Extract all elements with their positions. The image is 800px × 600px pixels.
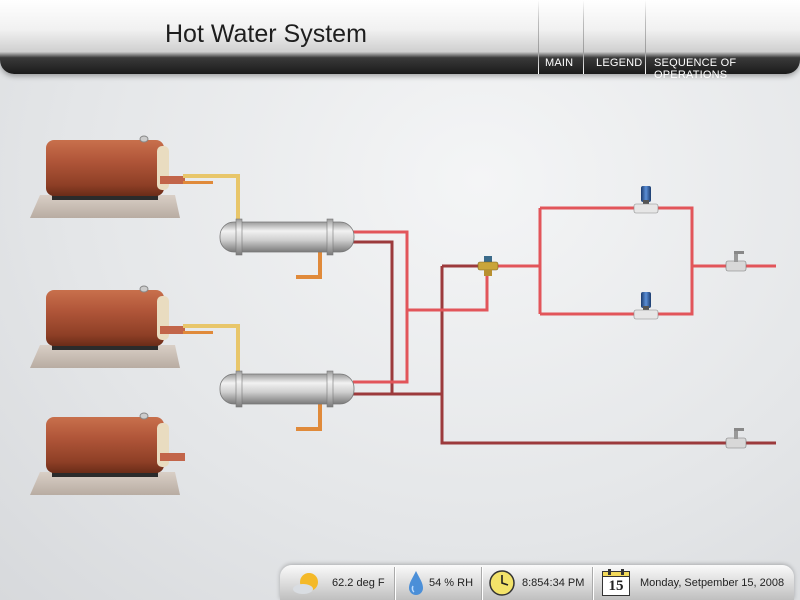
status-divider	[592, 567, 593, 600]
status-divider	[481, 567, 482, 600]
nav-main-button[interactable]: MAIN	[545, 57, 574, 69]
calendar-icon: 15	[602, 569, 630, 596]
nav-legend-button[interactable]: LEGEND	[596, 57, 643, 69]
time-readout: 8:854:34 PM	[522, 577, 585, 589]
control-valve-top[interactable]	[633, 186, 659, 214]
control-valve-bottom[interactable]	[633, 292, 659, 320]
mixing-valve[interactable]	[477, 256, 499, 276]
sun-cloud-icon	[293, 573, 318, 594]
humidity-readout: 54 % RH	[429, 577, 474, 589]
status-divider	[394, 567, 395, 600]
nav-divider	[645, 0, 646, 74]
boiler-supply-pipes	[185, 174, 240, 374]
outlet-valve-return[interactable]	[725, 428, 747, 449]
nav-divider	[538, 0, 539, 74]
nav-divider	[583, 0, 584, 74]
date-readout: Monday, Setpember 15, 2008	[640, 577, 785, 589]
heat-exchanger-1[interactable]	[219, 218, 355, 256]
calendar-day: 15	[608, 578, 624, 594]
hot-water-pipes	[353, 206, 776, 384]
outlet-valve-supply[interactable]	[725, 251, 747, 272]
return-pipes	[353, 240, 776, 445]
clock-icon	[489, 570, 515, 596]
boiler-1[interactable]	[30, 135, 238, 218]
boiler-2[interactable]	[30, 285, 238, 368]
temperature-readout: 62.2 deg F	[332, 577, 385, 589]
heat-exchanger-2[interactable]	[219, 370, 355, 408]
status-bar: 62.2 deg F 54 % RH 8:854:34 PM 15 Monday…	[280, 565, 794, 600]
nav-sequence-of-operations-button[interactable]: SEQUENCE OF OPERATIONS	[654, 57, 737, 81]
boiler-3[interactable]	[30, 412, 185, 495]
water-drop-icon	[409, 571, 423, 595]
page-title: Hot Water System	[165, 20, 367, 48]
header-bar: Hot Water System MAIN LEGEND SEQUENCE OF…	[0, 0, 800, 81]
copper-drain-pipes	[296, 252, 322, 431]
